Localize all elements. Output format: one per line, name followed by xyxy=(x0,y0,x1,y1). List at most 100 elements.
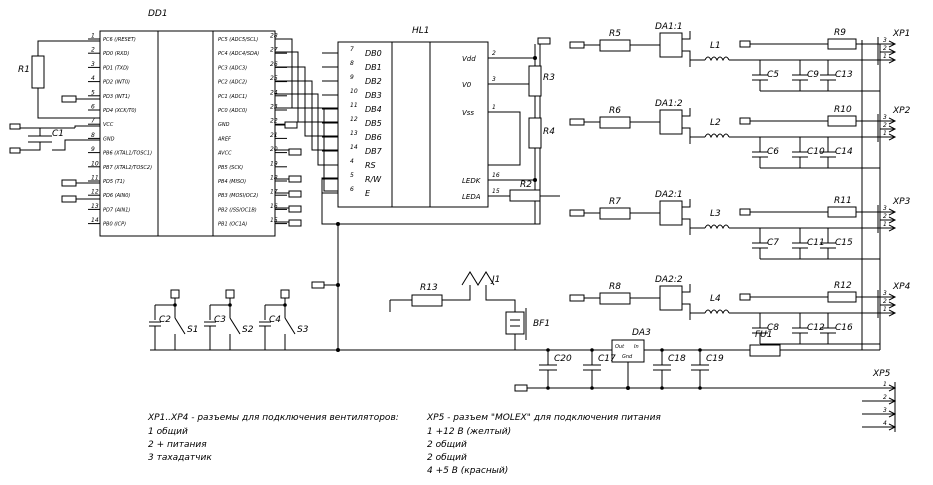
mcu-pin-name: GND xyxy=(103,136,115,142)
lcd-pin-number: 15 xyxy=(492,188,500,195)
label-cap: C17 xyxy=(598,354,616,364)
mosfet-body xyxy=(659,285,683,311)
mcu-pin-number: 22 xyxy=(270,118,278,125)
connector-pin-number: 4 xyxy=(883,420,887,427)
label-resistor-out: R11 xyxy=(834,196,852,206)
label-resistor-out: R10 xyxy=(834,105,852,115)
resistor-out xyxy=(827,115,857,127)
connector-pin-number: 3 xyxy=(883,114,887,121)
label-resistor-in: R6 xyxy=(609,106,621,116)
label-cap: C14 xyxy=(835,147,853,157)
mcu-pin-name: GND xyxy=(218,122,230,128)
connector-arrow xyxy=(888,208,897,216)
fan-note-line: 1 общий xyxy=(148,427,188,437)
mcu-body xyxy=(99,30,276,237)
port-flag xyxy=(288,148,302,156)
buzzer-section: R13 J1 BF1 xyxy=(311,271,550,350)
mcu-pin-name: PB7 (XTAL2/TOSC2) xyxy=(103,165,152,171)
inductor xyxy=(704,309,730,315)
port-flag xyxy=(225,289,235,299)
lcd-pin-name: Vdd xyxy=(462,55,476,63)
connector-arrow xyxy=(888,224,897,232)
junction xyxy=(698,386,702,390)
mcu-pin-number: 16 xyxy=(270,203,278,210)
molex-note-line: 2 общий xyxy=(427,440,467,450)
lcd-pin-number: 10 xyxy=(350,88,358,95)
lcd-pin-number: 9 xyxy=(350,74,354,81)
port-flag xyxy=(569,41,585,49)
label-cap: C8 xyxy=(767,323,779,333)
mcu-pin-name: PD6 (AIN0) xyxy=(103,193,130,199)
mcu-pin-number: 24 xyxy=(270,89,278,96)
label-da3: DA3 xyxy=(632,328,651,338)
mcu-pin-number: 2 xyxy=(91,47,95,54)
label-switch: S1 xyxy=(187,325,198,335)
ground-flag xyxy=(514,384,528,392)
wire xyxy=(682,31,691,40)
port-flag xyxy=(569,209,585,217)
mcu-pin-number: 19 xyxy=(270,160,278,167)
label-cap: C19 xyxy=(706,354,724,364)
junction xyxy=(660,386,664,390)
connector-pin-number: 3 xyxy=(883,290,887,297)
fan-note: XP1..XP4 - разъемы для подключения венти… xyxy=(147,413,399,463)
switch-lever xyxy=(284,317,296,335)
label-xp5: XP5 xyxy=(872,369,891,379)
label-cap: C18 xyxy=(668,354,686,364)
connector-arrow xyxy=(888,48,897,56)
label-inductor: L3 xyxy=(710,209,721,219)
mcu-pin-number: 12 xyxy=(91,189,99,196)
label-j1: J1 xyxy=(490,275,500,285)
mcu-pin-name: PD7 (AIN1) xyxy=(103,207,130,213)
connector-pin-number: 1 xyxy=(883,221,887,228)
molex-note-line: 2 общий xyxy=(427,453,467,463)
label-connector: XP3 xyxy=(892,197,911,207)
port-flag xyxy=(288,190,302,198)
label-connector: XP2 xyxy=(892,106,911,116)
port-flag xyxy=(288,219,302,227)
fan-note-line: 2 + питания xyxy=(148,440,207,450)
resistor-in xyxy=(599,207,631,220)
lcd-pin-name: DB2 xyxy=(365,77,382,86)
da3-gnd-pin: Gnd xyxy=(622,354,633,360)
lcd-pin-number: 1 xyxy=(492,104,496,111)
mcu-pin-number: 20 xyxy=(270,146,278,153)
mcu-pin-name: PB4 (MISO) xyxy=(218,179,246,185)
mcu-pin-name: PB1 (OC1A) xyxy=(218,222,247,228)
mcu-pin-number: 4 xyxy=(91,75,95,82)
label-cap: C12 xyxy=(807,323,825,333)
connector-pin-number: 1 xyxy=(883,53,887,60)
port-flag xyxy=(288,175,302,183)
mcu-pin-name: PB6 (XTAL1/TOSC1) xyxy=(103,151,152,157)
label-mosfet: DA2:2 xyxy=(655,275,683,285)
port-flag xyxy=(569,118,585,126)
label-resistor-in: R5 xyxy=(609,29,621,39)
connector-pin-number: 2 xyxy=(883,213,887,220)
port-flag xyxy=(739,40,751,48)
lcd-pin-name: V0 xyxy=(462,81,472,89)
lcd-pin-number: 3 xyxy=(492,76,496,83)
mcu-pin-name: PC5 (ADC5/SCL) xyxy=(218,37,258,43)
label-switch: S2 xyxy=(242,325,254,335)
resistor-r13 xyxy=(411,294,443,307)
buzzer-bf1 xyxy=(505,311,525,335)
mcu-pin-name: PD0 (RXD) xyxy=(103,51,129,57)
label-r3: R3 xyxy=(543,73,555,83)
lcd-pin-number: 14 xyxy=(350,144,358,151)
resistor-r4 xyxy=(528,117,542,149)
connector-pin-number: 3 xyxy=(883,205,887,212)
resistor-out xyxy=(827,206,857,218)
lcd-pin-number: 2 xyxy=(492,50,496,57)
connector-arrow xyxy=(888,309,897,317)
resistor-in xyxy=(599,116,631,129)
connector-arrow xyxy=(888,133,897,141)
resistor-r3 xyxy=(528,65,542,97)
lcd-pin-name: DB5 xyxy=(365,119,382,128)
da3-in-pin: In xyxy=(634,344,639,350)
inductor xyxy=(704,224,730,230)
